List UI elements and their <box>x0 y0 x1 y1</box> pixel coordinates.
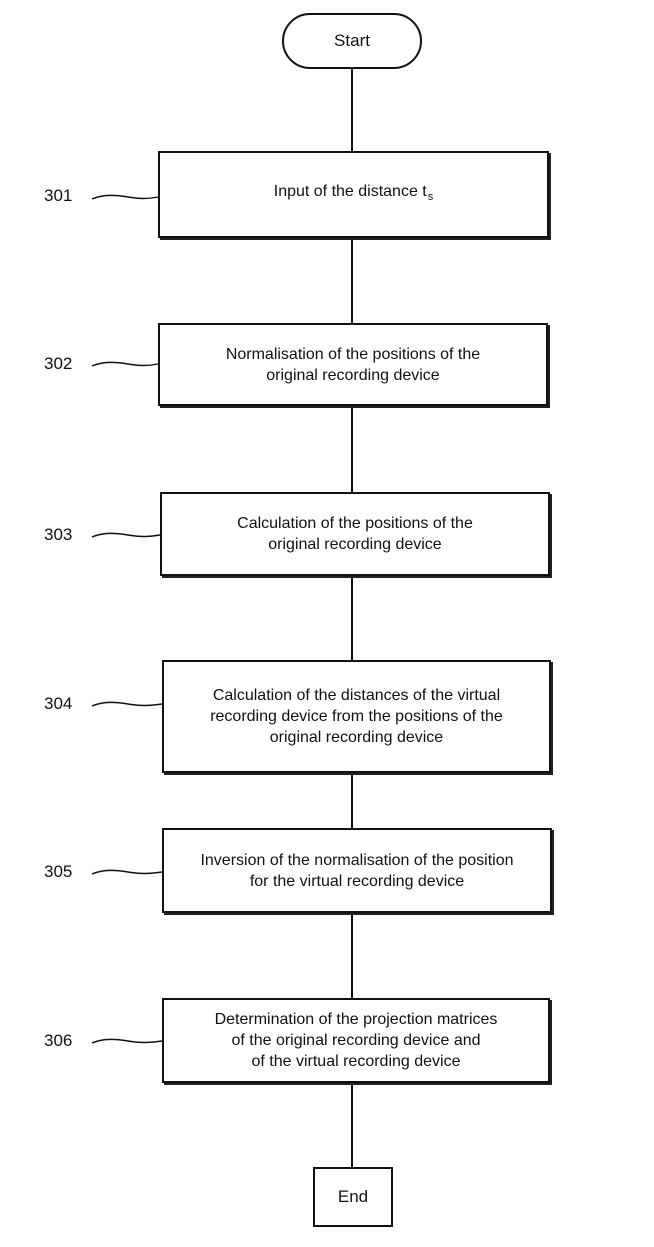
leader-line-302 <box>91 361 159 367</box>
step-305-box: Inversion of the normalisation of the po… <box>162 828 552 913</box>
step-305-ref: 305 <box>44 862 73 881</box>
leader-line-305 <box>91 869 163 875</box>
step-304-ref: 304 <box>44 694 73 713</box>
leader-line-301 <box>91 194 159 200</box>
step-304-text: Calculation of the distances of the virt… <box>210 687 503 746</box>
end-label: End <box>337 1187 369 1206</box>
step-301-subscript: s <box>427 191 434 203</box>
step-306-box: Determination of the projection matrices… <box>162 998 550 1083</box>
step-301-text: Input of the distance ts <box>273 183 434 203</box>
step-303-ref: 303 <box>44 525 73 544</box>
step-302-box: Normalisation of the positions of the or… <box>158 323 548 406</box>
start-label: Start <box>334 31 370 50</box>
start-terminal: Start <box>282 13 422 69</box>
end-terminal: End <box>313 1167 393 1227</box>
step-304-box: Calculation of the distances of the virt… <box>162 660 551 773</box>
step-306-ref: 306 <box>44 1031 73 1050</box>
step-306-text: Determination of the projection matrices… <box>214 1011 498 1070</box>
step-302-text: Normalisation of the positions of the or… <box>225 345 481 384</box>
step-302-ref: 302 <box>44 354 73 373</box>
step-301-ref: 301 <box>44 186 73 205</box>
leader-line-303 <box>91 532 161 538</box>
step-303-text: Calculation of the positions of the orig… <box>237 515 473 553</box>
step-303-box: Calculation of the positions of the orig… <box>160 492 550 576</box>
leader-line-306 <box>91 1038 163 1044</box>
leader-line-304 <box>91 701 163 707</box>
step-305-text: Inversion of the normalisation of the po… <box>200 851 514 890</box>
step-301-box: Input of the distance ts <box>158 151 549 238</box>
